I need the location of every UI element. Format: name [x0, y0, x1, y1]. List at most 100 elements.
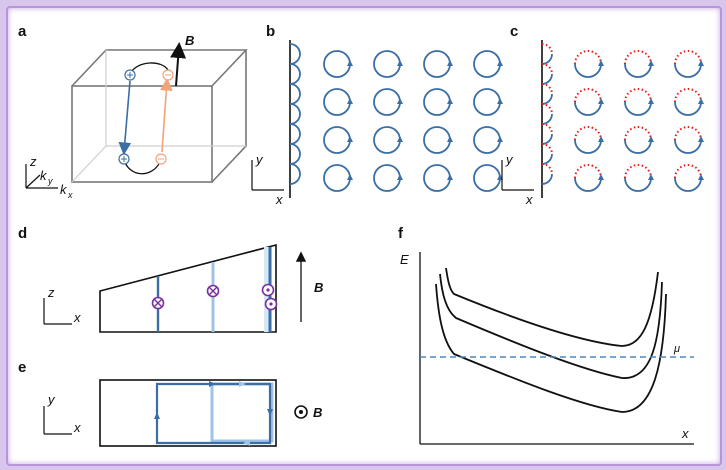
cyclotron-orbit — [473, 164, 503, 192]
panel-label-f: f — [398, 225, 404, 242]
blue-arc — [118, 80, 132, 156]
top-orbit — [129, 62, 169, 75]
odot-icon — [264, 297, 278, 311]
cyclotron-orbit — [674, 88, 704, 116]
axis-label-E: E — [400, 252, 409, 267]
skipping-orbit — [541, 123, 553, 145]
loop-light — [210, 382, 274, 443]
panel-f: f E x μ — [398, 225, 694, 445]
skipping-orbit — [541, 143, 553, 165]
cyclotron-orbit — [574, 50, 604, 78]
cyclotron-orbit — [423, 88, 453, 116]
skipping-orbit — [541, 103, 553, 125]
cyclotron-orbit — [674, 126, 704, 154]
skipping-orbit — [541, 163, 553, 185]
cyclotron-orbit — [674, 164, 704, 192]
panel-label-e: e — [18, 359, 26, 376]
cyclotron-orbit — [473, 50, 503, 78]
band-1 — [445, 267, 659, 347]
bulk-orbits-c — [574, 50, 704, 192]
axis-label-x-f: x — [681, 426, 689, 441]
cyclotron-orbit — [624, 164, 654, 192]
skipping-orbit — [541, 63, 553, 85]
loop-arrow — [243, 440, 250, 446]
panel-label-c: c — [510, 23, 518, 40]
b-field-label-e: B — [313, 405, 322, 420]
axes-d — [43, 298, 72, 325]
skipping-orbit — [541, 83, 553, 105]
wedge-sample — [99, 243, 277, 333]
loop-arrow — [239, 381, 246, 387]
plus-circle-icon — [124, 69, 136, 81]
minus-circle-icon — [155, 153, 167, 165]
odot-icon — [294, 405, 308, 419]
cyclotron-orbit — [423, 50, 453, 78]
skipping-orbit — [289, 63, 301, 85]
cyclotron-orbit — [574, 164, 604, 192]
cyclotron-orbit — [373, 50, 403, 78]
skipping-orbit — [541, 43, 553, 65]
loop-dark — [155, 382, 272, 445]
cyclotron-orbit — [674, 50, 704, 78]
cyclotron-orbit — [423, 126, 453, 154]
bulk-orbits-b — [323, 50, 503, 192]
axis-z-d: z — [47, 285, 55, 300]
band-3 — [435, 283, 667, 413]
cyclotron-orbit — [473, 88, 503, 116]
axis-x-d: x — [73, 310, 81, 325]
panel-c: c y x — [501, 23, 704, 207]
panel-a: a B — [18, 23, 248, 200]
skipping-orbit — [289, 83, 301, 105]
panel-label-d: d — [18, 225, 27, 242]
axes-b — [251, 160, 284, 191]
odot-icon — [261, 283, 275, 297]
axes-a — [25, 164, 58, 189]
panel-e: e B y x — [18, 359, 322, 447]
cyclotron-orbit — [574, 88, 604, 116]
axis-kx-sub: x — [67, 190, 73, 200]
axis-kx-k: k — [60, 182, 68, 197]
cyclotron-orbit — [323, 164, 353, 192]
edge-arcs-b — [289, 43, 301, 185]
axis-y-b: y — [255, 152, 264, 167]
axis-x-b: x — [275, 192, 283, 207]
panel-b: b y x — [251, 23, 503, 207]
skipping-orbit — [289, 123, 301, 145]
panel-d: d B z x — [18, 225, 323, 333]
skipping-orbit — [289, 103, 301, 125]
panel-label-a: a — [18, 23, 27, 40]
skipping-orbit — [289, 43, 301, 65]
axis-x-c: x — [525, 192, 533, 207]
axis-y-e: y — [47, 392, 56, 407]
axis-ky-sub: y — [47, 176, 53, 186]
sample-rect — [99, 379, 277, 447]
cyclotron-orbit — [423, 164, 453, 192]
cyclotron-orbit — [323, 126, 353, 154]
loop-arrow — [267, 409, 273, 416]
cyclotron-orbit — [624, 88, 654, 116]
cyclotron-orbit — [574, 126, 604, 154]
mu-label: μ — [673, 343, 680, 355]
otimes-icon — [206, 284, 220, 298]
energy-bands — [435, 267, 667, 413]
figure-canvas: a B — [18, 23, 704, 447]
axes-c — [501, 160, 534, 191]
axis-ky-k: k — [40, 168, 48, 183]
cyclotron-orbit — [624, 126, 654, 154]
cyclotron-orbit — [373, 88, 403, 116]
cyclotron-orbit — [373, 164, 403, 192]
axis-z: z — [29, 154, 37, 169]
figure-frame: a B — [6, 6, 722, 466]
edge-arcs-c — [541, 43, 553, 185]
otimes-icon — [151, 296, 165, 310]
minus-circle-icon — [162, 69, 174, 81]
plus-circle-icon — [118, 153, 130, 165]
b-field-arrow — [170, 42, 187, 87]
cyclotron-orbit — [373, 126, 403, 154]
loop-arrow — [154, 412, 160, 419]
panel-label-b: b — [266, 23, 275, 40]
cyclotron-orbit — [323, 50, 353, 78]
axis-x-e: x — [73, 420, 81, 435]
skipping-orbit — [289, 143, 301, 165]
b-field-label-d: B — [314, 280, 323, 295]
